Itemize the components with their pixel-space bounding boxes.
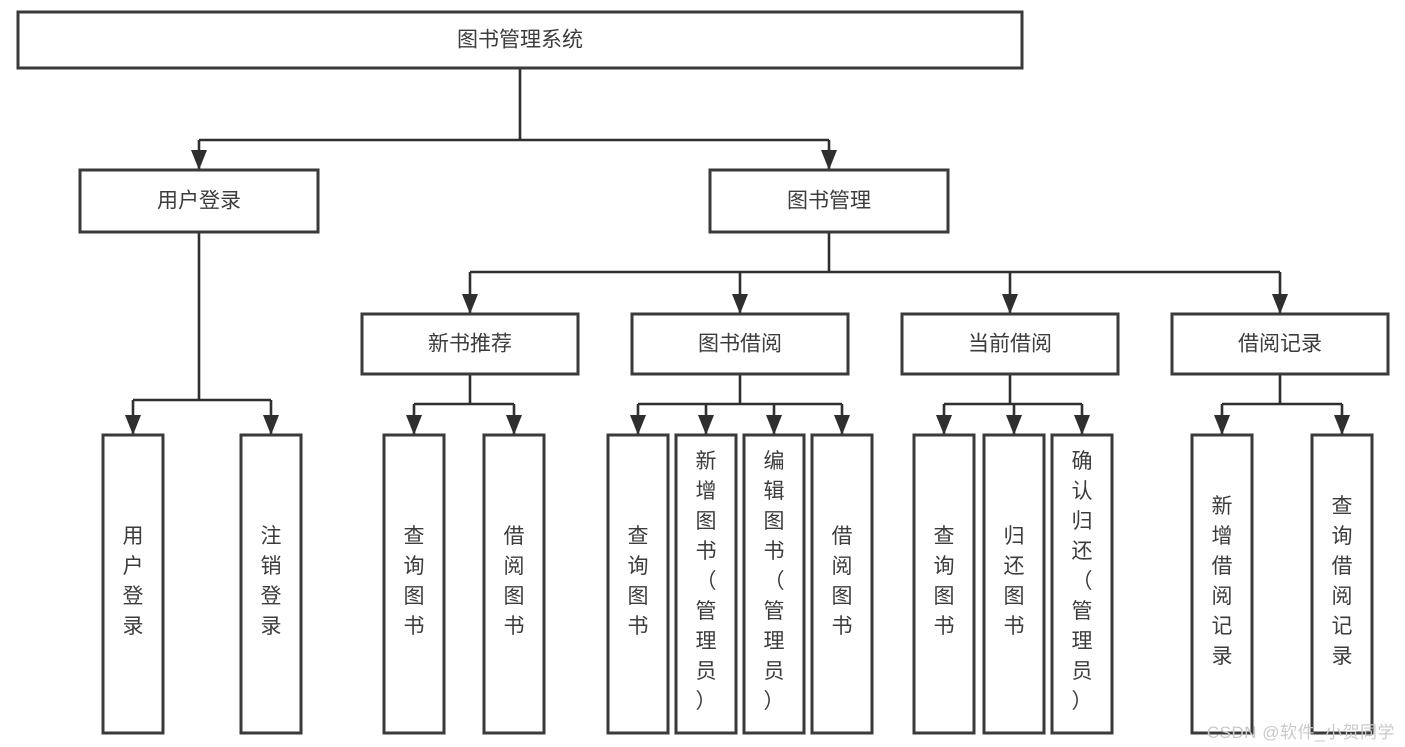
arrow-head-icon (125, 415, 141, 435)
arrow-head-icon (263, 415, 279, 435)
node-layer: 图书管理系统用户登录图书管理新书推荐图书借阅当前借阅借阅记录用户登录注销登录查询… (16, 10, 1390, 735)
node-leaf-11[interactable]: 新增借阅记录 (1190, 433, 1254, 735)
node-label: 图书管理 (787, 190, 871, 213)
node-leaf-3[interactable]: 借阅图书 (482, 433, 546, 735)
node-label: 当前借阅 (968, 333, 1052, 356)
node-level3-0[interactable]: 新书推荐 (360, 312, 580, 376)
node-box[interactable] (16, 10, 1024, 70)
node-box[interactable] (1310, 433, 1374, 735)
node-label: 新书推荐 (428, 333, 512, 356)
node-leaf-8[interactable]: 查询图书 (912, 433, 976, 735)
node-label: 注销登录 (261, 525, 282, 638)
node-leaf-5[interactable]: 新增图书（管理员） (674, 433, 738, 735)
node-leaf-4[interactable]: 查询图书 (606, 433, 670, 735)
arrow-head-icon (936, 415, 952, 435)
node-level3-1[interactable]: 图书借阅 (630, 312, 850, 376)
node-root-图书管理系统[interactable]: 图书管理系统 (16, 10, 1024, 70)
node-label: 图书借阅 (698, 333, 782, 356)
arrow-head-icon (732, 294, 748, 314)
node-box[interactable] (912, 433, 976, 735)
node-label: 借阅图书 (832, 525, 853, 638)
node-box[interactable] (900, 312, 1120, 376)
node-label: 新增图书（管理员） (696, 450, 717, 713)
node-leaf-0[interactable]: 用户登录 (101, 433, 165, 735)
arrow-head-icon (506, 415, 522, 435)
node-label: 图书管理系统 (457, 29, 583, 52)
arrow-head-icon (1272, 294, 1288, 314)
node-label: 新增借阅记录 (1212, 495, 1233, 668)
node-label: 用户登录 (123, 525, 144, 638)
node-level2-1[interactable]: 图书管理 (708, 168, 950, 234)
node-level3-2[interactable]: 当前借阅 (900, 312, 1120, 376)
arrow-head-icon (1214, 415, 1230, 435)
node-label: 查询图书 (934, 525, 955, 638)
node-box[interactable] (606, 433, 670, 735)
node-leaf-6[interactable]: 编辑图书（管理员） (742, 433, 806, 735)
node-box[interactable] (482, 433, 546, 735)
arrow-head-icon (630, 415, 646, 435)
node-label: 归还图书 (1004, 525, 1025, 638)
arrow-head-icon (1002, 294, 1018, 314)
node-leaf-12[interactable]: 查询借阅记录 (1310, 433, 1374, 735)
node-label: 编辑图书（管理员） (764, 450, 785, 713)
node-leaf-10[interactable]: 确认归还（管理员） (1050, 433, 1114, 735)
arrow-head-icon (821, 150, 837, 170)
node-leaf-7[interactable]: 借阅图书 (810, 433, 874, 735)
node-label: 用户登录 (157, 190, 241, 213)
arrow-head-icon (1074, 415, 1090, 435)
node-box[interactable] (382, 433, 446, 735)
arrow-head-icon (1334, 415, 1350, 435)
node-leaf-2[interactable]: 查询图书 (382, 433, 446, 735)
arrow-head-icon (834, 415, 850, 435)
node-label: 查询图书 (628, 525, 649, 638)
node-label: 查询图书 (404, 525, 425, 638)
node-box[interactable] (742, 433, 806, 735)
arrow-head-icon (698, 415, 714, 435)
node-label: 确认归还（管理员） (1072, 450, 1093, 713)
node-box[interactable] (1170, 312, 1390, 376)
node-box[interactable] (708, 168, 950, 234)
node-label: 借阅记录 (1238, 333, 1322, 356)
node-box[interactable] (101, 433, 165, 735)
node-level3-3[interactable]: 借阅记录 (1170, 312, 1390, 376)
node-box[interactable] (239, 433, 303, 735)
arrow-head-icon (191, 150, 207, 170)
arrow-head-icon (766, 415, 782, 435)
node-box[interactable] (1050, 433, 1114, 735)
arrow-head-icon (406, 415, 422, 435)
arrow-head-icon (1006, 415, 1022, 435)
node-box[interactable] (78, 168, 320, 234)
node-box[interactable] (674, 433, 738, 735)
node-leaf-1[interactable]: 注销登录 (239, 433, 303, 735)
arrow-head-icon (462, 294, 478, 314)
watermark-label: CSDN @软件_小贺同学 (1206, 723, 1395, 742)
connector-layer (125, 68, 1350, 435)
node-box[interactable] (630, 312, 850, 376)
node-box[interactable] (360, 312, 580, 376)
node-box[interactable] (982, 433, 1046, 735)
node-box[interactable] (810, 433, 874, 735)
node-leaf-9[interactable]: 归还图书 (982, 433, 1046, 735)
node-label: 借阅图书 (504, 525, 525, 638)
node-level2-0[interactable]: 用户登录 (78, 168, 320, 234)
node-label: 查询借阅记录 (1332, 495, 1353, 668)
node-box[interactable] (1190, 433, 1254, 735)
